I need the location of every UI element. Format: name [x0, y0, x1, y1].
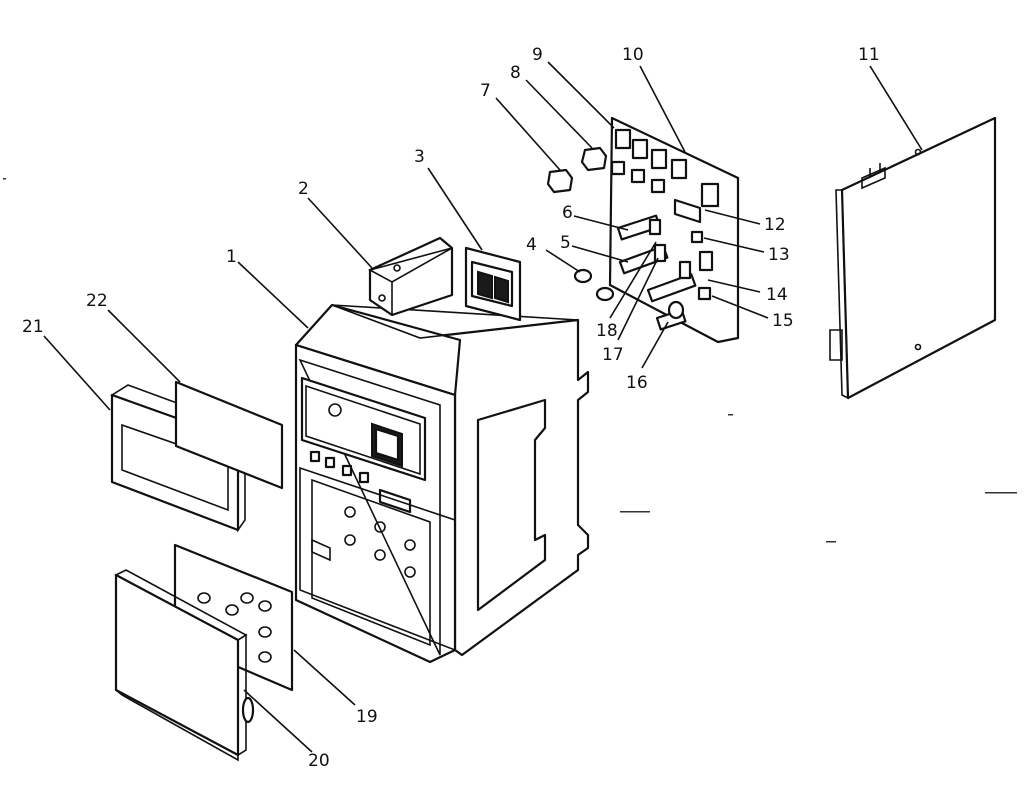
switch-8 — [580, 146, 608, 172]
leader-12 — [704, 209, 761, 225]
leader-1 — [237, 261, 309, 329]
callout-17: 17 — [602, 345, 624, 365]
leader-8 — [525, 79, 593, 149]
leader-14 — [707, 279, 761, 293]
display-board — [464, 246, 522, 322]
cabinet-housing — [294, 303, 590, 664]
leader-18 — [609, 241, 657, 319]
callout-8: 8 — [510, 63, 521, 83]
leader-4 — [545, 249, 581, 273]
leader-3 — [427, 167, 483, 251]
callout-22: 22 — [86, 291, 108, 311]
leader-2 — [307, 197, 373, 269]
callout-1: 1 — [226, 247, 237, 267]
leader-9 — [547, 61, 615, 129]
circuit-board — [608, 116, 740, 344]
leader-10 — [639, 65, 686, 153]
callout-6: 6 — [562, 203, 573, 223]
callout-18: 18 — [596, 321, 618, 341]
leader-19 — [293, 649, 356, 706]
callout-15: 15 — [772, 311, 794, 331]
callout-12: 12 — [764, 215, 786, 235]
callout-10: 10 — [622, 45, 644, 65]
leader-22 — [107, 309, 181, 383]
callout-3: 3 — [414, 147, 425, 167]
small-knob — [573, 268, 615, 302]
leader-21 — [43, 335, 111, 411]
callout-13: 13 — [768, 245, 790, 265]
leader-17 — [617, 257, 659, 341]
leader-6 — [573, 215, 629, 231]
rear-cover — [829, 116, 997, 400]
front-door — [114, 569, 255, 762]
callout-5: 5 — [560, 233, 571, 253]
leader-15 — [711, 295, 769, 319]
leader-16 — [641, 321, 669, 369]
callout-9: 9 — [532, 45, 543, 65]
callout-19: 19 — [356, 707, 378, 727]
callout-2: 2 — [298, 179, 309, 199]
callout-14: 14 — [766, 285, 788, 305]
callout-16: 16 — [626, 373, 648, 393]
leader-20 — [243, 689, 313, 753]
callout-20: 20 — [308, 751, 330, 771]
scan-specks — [3, 178, 1017, 543]
callout-labels: 1 2 3 4 5 6 7 8 9 10 11 12 13 14 15 16 1… — [22, 45, 880, 771]
transformer-block — [367, 236, 454, 317]
callout-7: 7 — [480, 81, 491, 101]
leader-13 — [703, 237, 765, 253]
callout-4: 4 — [526, 235, 537, 255]
leader-7 — [495, 97, 561, 171]
leader-5 — [571, 245, 629, 263]
lens-panel — [174, 380, 284, 490]
leader-11 — [869, 65, 923, 151]
callout-11: 11 — [858, 45, 880, 65]
leader-lines — [43, 61, 923, 753]
switch-7 — [546, 168, 574, 194]
callout-21: 21 — [22, 317, 44, 337]
